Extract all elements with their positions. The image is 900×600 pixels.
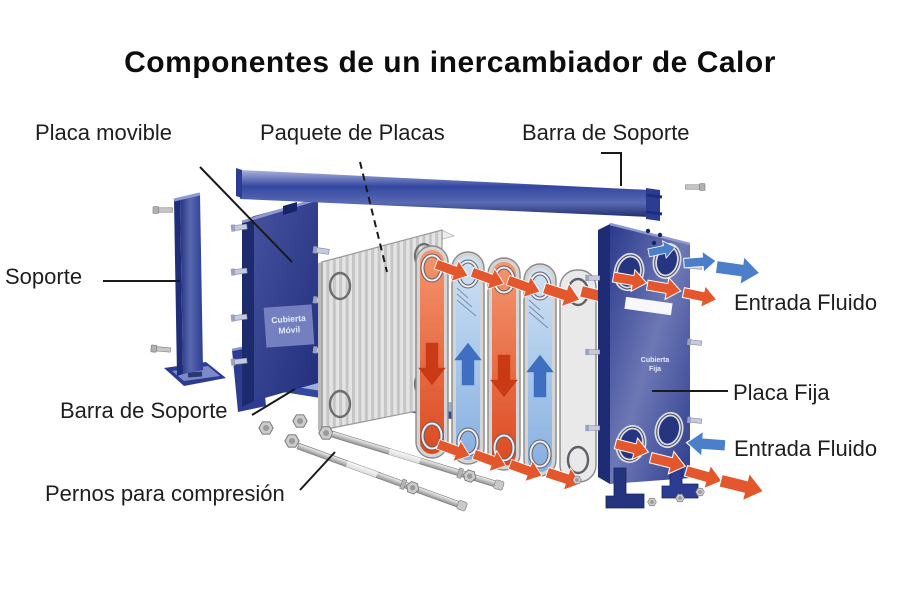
- top-bar-bolt: [685, 183, 706, 191]
- leader-barra-soporte-bottom: [251, 388, 296, 416]
- leader-placa-movible: [199, 166, 293, 263]
- label-soporte: Soporte: [5, 264, 82, 289]
- leader-pernos: [299, 451, 336, 491]
- page-title: Componentes de un inercambiador de Calor: [124, 46, 776, 79]
- label-barra-soporte-bottom: Barra de Soporte: [60, 398, 228, 423]
- hot-plate-1: [415, 245, 449, 459]
- support-bolt-top: [152, 206, 173, 214]
- compression-bolts: [258, 414, 505, 512]
- cubierta-movil-text-2: Móvil: [278, 324, 300, 335]
- leader-barra-soporte-top: [601, 152, 622, 186]
- fixed-plate-foot-left: [605, 467, 645, 509]
- cubierta-fija-text-1: Cubierta: [641, 357, 670, 364]
- support-bolt-bottom: [150, 344, 172, 354]
- label-entrada-fluido-bottom: Entrada Fluido: [734, 436, 877, 461]
- hex-nut: [318, 426, 334, 440]
- hex-nut: [258, 421, 274, 435]
- cubierta-fija-text-2: Fija: [649, 366, 661, 373]
- cold-plate-1: [451, 251, 485, 465]
- movable-plate-label-patch: Cubierta Móvil: [263, 304, 315, 348]
- label-pernos: Pernos para compresión: [45, 481, 285, 506]
- fixed-plate-label-strip: [624, 296, 673, 316]
- label-barra-soporte-top: Barra de Soporte: [522, 120, 690, 145]
- hot-plate-2: [487, 257, 521, 471]
- label-entrada-fluido-top: Entrada Fluido: [734, 290, 877, 315]
- top-support-bar: [236, 168, 706, 221]
- label-placa-movible: Placa movible: [35, 120, 172, 145]
- leader-paquete-placas: [359, 161, 388, 273]
- compression-rod-2: [296, 442, 468, 512]
- hot-flow-arrow: [716, 466, 768, 506]
- cold-flow-arrow: [685, 429, 727, 459]
- compression-rod-1: [330, 430, 505, 491]
- label-placa-fija: Placa Fija: [733, 380, 830, 405]
- support-column: [150, 192, 226, 386]
- hex-nut: [292, 414, 308, 428]
- movable-plate: Cubierta Móvil: [230, 197, 330, 407]
- cold-flow-arrow: [713, 252, 763, 288]
- label-paquete-placas: Paquete de Placas: [260, 120, 445, 145]
- cubierta-movil-text-1: Cubierta: [271, 313, 306, 325]
- cold-plate-2: [523, 263, 557, 477]
- hex-nut: [284, 434, 300, 448]
